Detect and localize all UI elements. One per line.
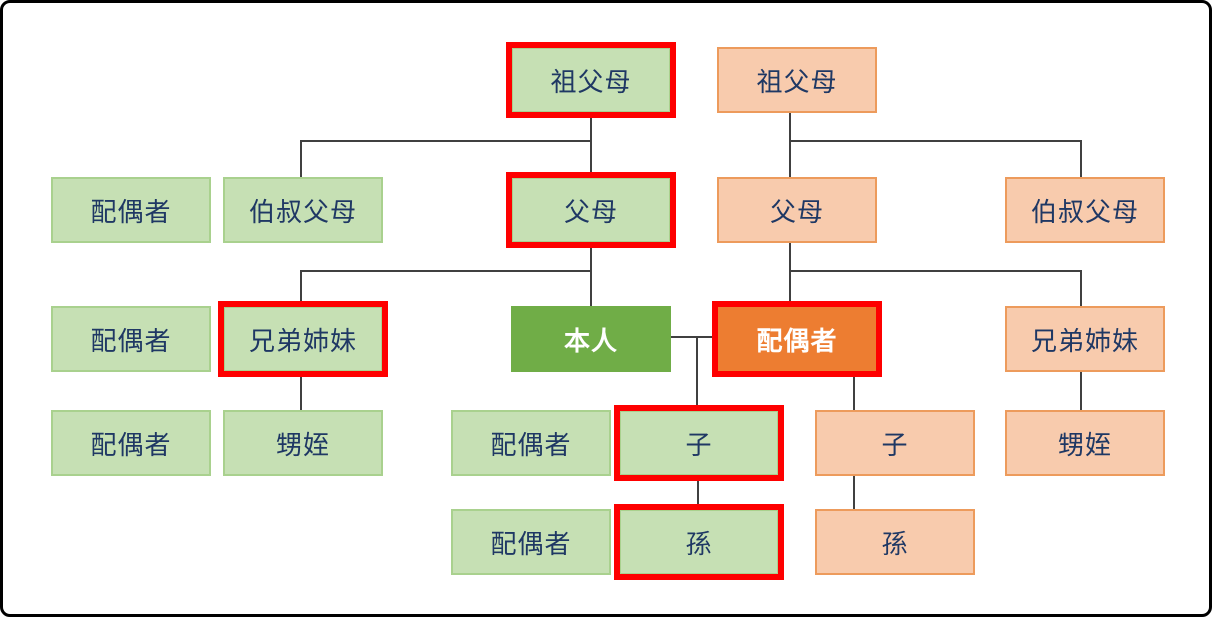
- connector-line: [1080, 270, 1082, 306]
- connector-line: [1080, 140, 1082, 177]
- node-label: 子: [881, 429, 909, 460]
- node-nephew-niece: 甥姪: [223, 410, 383, 476]
- node-label: 配偶者: [490, 528, 572, 559]
- connector-line: [789, 113, 791, 177]
- node-label: 本人: [563, 325, 618, 356]
- node-grandchild-spouse: 配偶者: [451, 509, 611, 575]
- node-self-parents: 父母: [506, 172, 676, 248]
- node-label: 配偶者: [756, 325, 838, 356]
- connector-line: [300, 140, 591, 142]
- node-spouse-uncle-aunt: 伯叔父母: [1005, 177, 1165, 243]
- node-label: 孫: [685, 528, 713, 559]
- node-label: 配偶者: [90, 429, 172, 460]
- node-label: 配偶者: [90, 196, 172, 227]
- node-label: 配偶者: [490, 429, 572, 460]
- connector-line: [1080, 372, 1082, 410]
- connector-line: [590, 113, 592, 177]
- connector-line: [300, 270, 591, 272]
- node-label: 子: [685, 429, 713, 460]
- node-nephew-spouse: 配偶者: [51, 410, 211, 476]
- node-spouse-grandchild: 孫: [815, 509, 975, 575]
- connector-line: [853, 373, 855, 410]
- node-sibling-spouse: 配偶者: [51, 306, 211, 372]
- node-label: 兄弟姉妹: [1030, 325, 1139, 356]
- node-uncle-aunt: 伯叔父母: [223, 177, 383, 243]
- connector-line: [789, 140, 1082, 142]
- connector-line: [300, 270, 302, 306]
- node-spouse-nephew-niece: 甥姪: [1005, 410, 1165, 476]
- node-label: 祖父母: [550, 66, 632, 97]
- connector-line: [789, 243, 791, 306]
- node-label: 甥姪: [275, 429, 330, 460]
- node-spouse-child: 子: [815, 410, 975, 476]
- node-label: 甥姪: [1057, 429, 1112, 460]
- connector-line: [671, 336, 717, 338]
- node-self-grandparents: 祖父母: [506, 42, 676, 118]
- node-label: 父母: [563, 196, 618, 227]
- node-label: 伯叔父母: [1030, 196, 1139, 227]
- node-label: 孫: [881, 528, 909, 559]
- node-self: 本人: [511, 306, 671, 372]
- connector-line: [696, 337, 698, 410]
- node-child: 子: [614, 405, 784, 481]
- connector-line: [789, 270, 1082, 272]
- node-label: 祖父母: [756, 66, 838, 97]
- node-spouse-siblings: 兄弟姉妹: [1005, 306, 1165, 372]
- node-spouse: 配偶者: [712, 301, 882, 377]
- node-uncle-aunt-spouse: 配偶者: [51, 177, 211, 243]
- node-label: 配偶者: [90, 325, 172, 356]
- connector-line: [300, 140, 302, 177]
- node-label: 伯叔父母: [248, 196, 357, 227]
- node-spouse-grandparents: 祖父母: [717, 47, 877, 113]
- node-grandchild: 孫: [614, 504, 784, 580]
- connector-line: [697, 476, 699, 509]
- node-spouse-parents: 父母: [717, 177, 877, 243]
- connector-line: [853, 476, 855, 509]
- node-siblings: 兄弟姉妹: [218, 301, 388, 377]
- node-label: 兄弟姉妹: [248, 325, 357, 356]
- node-label: 父母: [769, 196, 824, 227]
- node-child-spouse: 配偶者: [451, 410, 611, 476]
- connector-line: [300, 372, 302, 410]
- connector-line: [590, 243, 592, 306]
